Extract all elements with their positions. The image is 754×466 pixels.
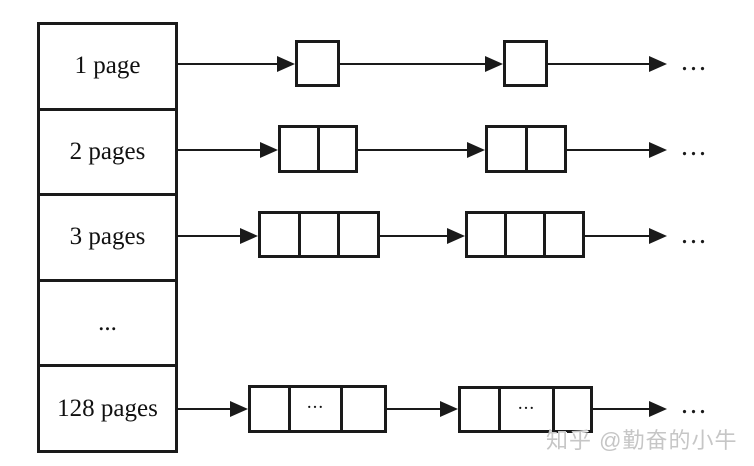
order-label-ellipsis: ... — [98, 309, 117, 337]
order-label-128-pages: 128 pages — [57, 394, 158, 422]
link-arrow — [340, 56, 503, 72]
page-cell — [506, 43, 545, 84]
order-cell-128-pages: 128 pages — [40, 364, 175, 450]
order-label-2-pages: 2 pages — [69, 137, 146, 165]
order-cell-3-pages: 3 pages — [40, 193, 175, 279]
page-cell — [504, 214, 543, 255]
free-block-node-3pages — [465, 211, 585, 258]
node-ellipsis: ... — [517, 392, 536, 414]
page-cell-ellipsis: ... — [498, 389, 552, 430]
free-block-node-2pages — [278, 125, 358, 173]
free-block-node-1page — [503, 40, 548, 87]
continuation-ellipsis: ... — [681, 389, 708, 420]
link-arrow — [567, 142, 667, 158]
page-cell — [281, 128, 317, 170]
page-cell — [340, 388, 384, 430]
free-block-node-128pages: ... — [458, 386, 593, 433]
link-arrow — [380, 228, 465, 244]
link-arrow — [358, 142, 485, 158]
link-arrow — [178, 56, 295, 72]
order-label-3-pages: 3 pages — [69, 223, 146, 251]
page-cell — [543, 214, 582, 255]
order-cell-1-page: 1 page — [40, 25, 175, 108]
page-cell — [461, 389, 498, 430]
page-cell — [316, 128, 356, 170]
continuation-ellipsis: ... — [681, 131, 708, 162]
free-area-column: 1 page 2 pages 3 pages ... 128 pages — [37, 22, 178, 453]
link-arrow — [178, 228, 258, 244]
page-cell — [337, 214, 377, 255]
continuation-ellipsis: ... — [681, 219, 708, 250]
link-arrow — [548, 56, 667, 72]
watermark: 知乎 @勤奋的小牛 — [546, 428, 738, 453]
page-cell — [251, 388, 288, 430]
page-cell — [298, 43, 337, 84]
link-arrow — [178, 401, 248, 417]
node-ellipsis: ... — [306, 391, 325, 413]
free-block-node-128pages: ... — [248, 385, 387, 433]
link-arrow — [593, 401, 667, 417]
page-cell — [552, 389, 590, 430]
free-block-node-2pages — [485, 125, 567, 173]
page-cell-ellipsis: ... — [288, 388, 340, 430]
page-cell — [524, 128, 565, 170]
link-arrow — [585, 228, 667, 244]
order-cell-2-pages: 2 pages — [40, 107, 175, 194]
continuation-ellipsis: ... — [681, 46, 708, 77]
free-block-node-3pages — [258, 211, 380, 258]
page-cell — [261, 214, 298, 255]
order-cell-ellipsis: ... — [40, 278, 175, 365]
order-label-1-page: 1 page — [74, 52, 141, 80]
link-arrow — [178, 142, 278, 158]
free-block-node-1page — [295, 40, 340, 87]
page-cell — [488, 128, 525, 170]
page-cell — [297, 214, 338, 255]
link-arrow — [387, 401, 458, 417]
page-cell — [468, 214, 504, 255]
